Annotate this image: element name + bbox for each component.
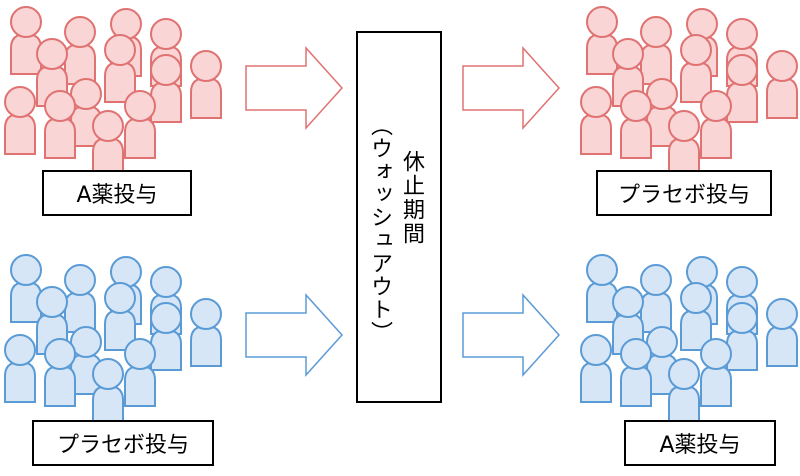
person-icon — [680, 282, 712, 351]
person-icon — [580, 86, 612, 155]
person-icon — [680, 34, 712, 103]
washout-subtitle: （ウォッシュアウト） — [367, 114, 392, 344]
washout-title: 休止期間 — [399, 150, 424, 246]
person-icon — [36, 286, 68, 355]
person-icon — [668, 110, 700, 179]
person-icon — [646, 78, 678, 147]
person-icon — [726, 302, 758, 371]
arrow-bottom-left — [245, 293, 344, 377]
arrow-bottom-right — [462, 293, 561, 377]
person-icon — [150, 302, 182, 371]
arrow-top-right — [462, 46, 561, 130]
person-icon — [44, 90, 76, 159]
person-icon — [4, 334, 36, 403]
label-top-right: プラセボ投与 — [596, 170, 772, 216]
person-icon — [766, 298, 798, 367]
person-icon — [92, 358, 124, 427]
crowd-bottom-right — [580, 254, 798, 427]
person-icon — [668, 358, 700, 427]
person-icon — [700, 90, 732, 159]
person-icon — [620, 338, 652, 407]
person-icon — [10, 254, 42, 323]
person-icon — [44, 338, 76, 407]
label-top-left: A薬投与 — [42, 170, 192, 216]
arrow-top-left — [245, 46, 344, 130]
person-icon — [646, 326, 678, 395]
person-icon — [124, 338, 156, 407]
person-icon — [580, 334, 612, 403]
label-bottom-left: プラセボ投与 — [32, 420, 214, 466]
person-icon — [586, 254, 618, 323]
person-icon — [64, 16, 96, 85]
person-icon — [586, 6, 618, 75]
person-icon — [190, 298, 222, 367]
person-icon — [700, 338, 732, 407]
label-bottom-right: A薬投与 — [624, 420, 776, 466]
person-icon — [150, 54, 182, 123]
person-icon — [640, 16, 672, 85]
person-icon — [766, 50, 798, 119]
person-icon — [640, 264, 672, 333]
person-icon — [104, 282, 136, 351]
person-icon — [620, 90, 652, 159]
person-icon — [10, 6, 42, 75]
person-icon — [70, 78, 102, 147]
crowd-top-right — [580, 6, 798, 179]
crowd-top-left — [4, 6, 222, 179]
person-icon — [92, 110, 124, 179]
person-icon — [726, 54, 758, 123]
person-icon — [124, 90, 156, 159]
person-icon — [64, 264, 96, 333]
washout-box — [356, 31, 442, 403]
person-icon — [4, 86, 36, 155]
crowd-bottom-left — [4, 254, 222, 427]
person-icon — [104, 34, 136, 103]
person-icon — [190, 50, 222, 119]
